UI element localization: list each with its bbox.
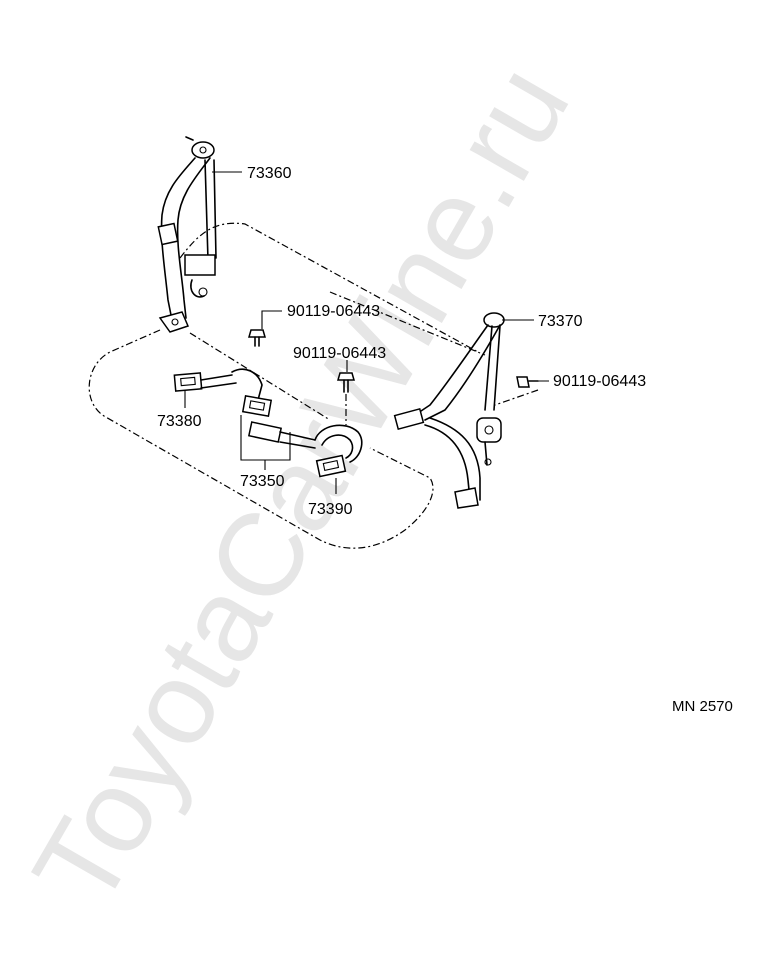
- bolt-left: [248, 329, 266, 347]
- leader-lines: [184, 171, 549, 494]
- right-outer-belt-73370: [393, 312, 505, 509]
- label-bolt-center: 90119-06443: [293, 345, 386, 362]
- label-73360: 73360: [247, 165, 292, 182]
- label-bolt-left: 90119-06443: [287, 303, 380, 320]
- label-73380: 73380: [157, 413, 202, 430]
- bolt-right: [494, 376, 539, 406]
- label-73350: 73350: [240, 473, 285, 490]
- buckle-73380: [173, 368, 263, 401]
- bolt-center: [337, 372, 355, 425]
- center-belt-73350: [241, 394, 316, 449]
- seat-outline: [88, 222, 486, 549]
- left-outer-belt-73360: [157, 136, 217, 333]
- label-73370: 73370: [538, 313, 583, 330]
- label-73390: 73390: [308, 501, 353, 518]
- label-bolt-right: 90119-06443: [553, 373, 646, 390]
- watermark-text: ToyotaCarWine.ru: [8, 44, 594, 928]
- drawing-code: MN 2570: [672, 698, 733, 715]
- buckle-73390: [314, 424, 363, 478]
